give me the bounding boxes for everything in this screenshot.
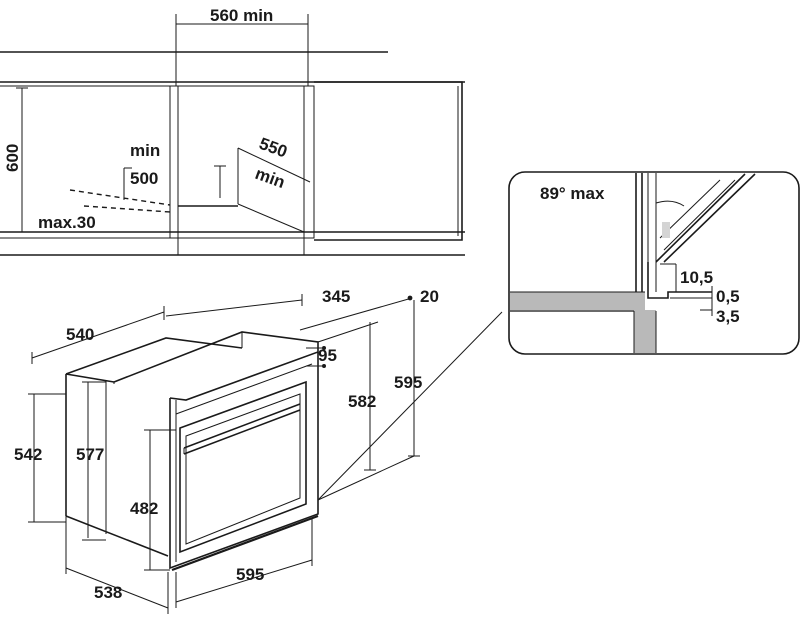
vent-min-value: 500	[130, 169, 158, 188]
adjacent-cabinet	[314, 81, 463, 241]
detail-side-panel	[634, 310, 656, 353]
vent-dash-top	[69, 189, 171, 206]
vent-min-label: min	[130, 141, 160, 160]
oven-door-inner	[185, 393, 301, 545]
detail-door-outer	[655, 173, 746, 263]
d538-line	[65, 567, 169, 609]
detail-worktop	[510, 292, 645, 310]
frame-95-dot-top	[322, 346, 326, 350]
depth-slant-top	[237, 147, 311, 183]
oven-door	[179, 380, 307, 554]
side-height-label: 577	[76, 445, 104, 464]
door-height-label: 482	[130, 499, 158, 518]
offset-20-dot	[407, 295, 413, 301]
inner-height-label: 582	[348, 392, 376, 411]
oven-frame-top	[113, 331, 319, 401]
detail-frame	[508, 171, 800, 355]
front-345-line	[165, 299, 303, 317]
detail-hinge	[662, 222, 670, 238]
cabinet-view: 560 min 600 min 500 max.30 550 min	[0, 6, 465, 256]
oven-plinth	[171, 514, 319, 572]
detail-door-glass-2	[663, 179, 736, 251]
front-depth-label: 345	[322, 287, 350, 306]
callout-leader	[317, 311, 503, 501]
w595-line	[175, 559, 313, 603]
oven-front-face	[169, 352, 319, 570]
detail-door-inner	[663, 173, 756, 263]
body-height-label: 542	[14, 445, 42, 464]
depth-slant-bottom	[237, 203, 305, 233]
width-min-label: 560 min	[210, 6, 273, 25]
detail-callout: 89° max 10,5 0,5 3,5	[317, 171, 800, 501]
gap-mid-label: 0,5	[716, 287, 740, 306]
left-cabinet-wall	[169, 85, 179, 239]
body-depth-label: 540	[66, 325, 94, 344]
offset-20-line	[299, 297, 413, 331]
oven-handle-bottom	[183, 409, 301, 455]
total-height-label: 595	[394, 373, 422, 392]
detail-angle-arc	[655, 200, 685, 207]
h582-ext-top	[317, 321, 379, 343]
width-label: 595	[236, 565, 264, 584]
vent-dash-bottom	[83, 205, 171, 213]
oven-body-bottom	[65, 515, 169, 557]
door-angle-label: 89° max	[540, 184, 605, 203]
top-frame-label: 95	[318, 346, 337, 365]
frame-95-dot-bottom	[322, 364, 326, 368]
oven-control-panel	[175, 363, 313, 415]
oven-top-left-edge	[65, 373, 115, 383]
bottom-depth-label: 538	[94, 583, 122, 602]
cabinet-height-label: 600	[3, 144, 22, 172]
panel-offset-label: 20	[420, 287, 439, 306]
depth-min-unit: min	[253, 164, 288, 192]
vent-max-label: max.30	[38, 213, 96, 232]
gap-bottom-label: 3,5	[716, 307, 740, 326]
depth-540-line	[31, 311, 165, 359]
oven-top-back	[65, 337, 243, 375]
oven-handle-top	[183, 403, 301, 449]
right-cabinet-wall	[303, 85, 315, 239]
depth-min-value: 550	[257, 134, 290, 162]
oven-view: 540 345 20 95 582 595 542 577	[14, 287, 439, 614]
gap-top-label: 10,5	[680, 268, 713, 287]
h595-ext-bottom	[317, 455, 415, 501]
